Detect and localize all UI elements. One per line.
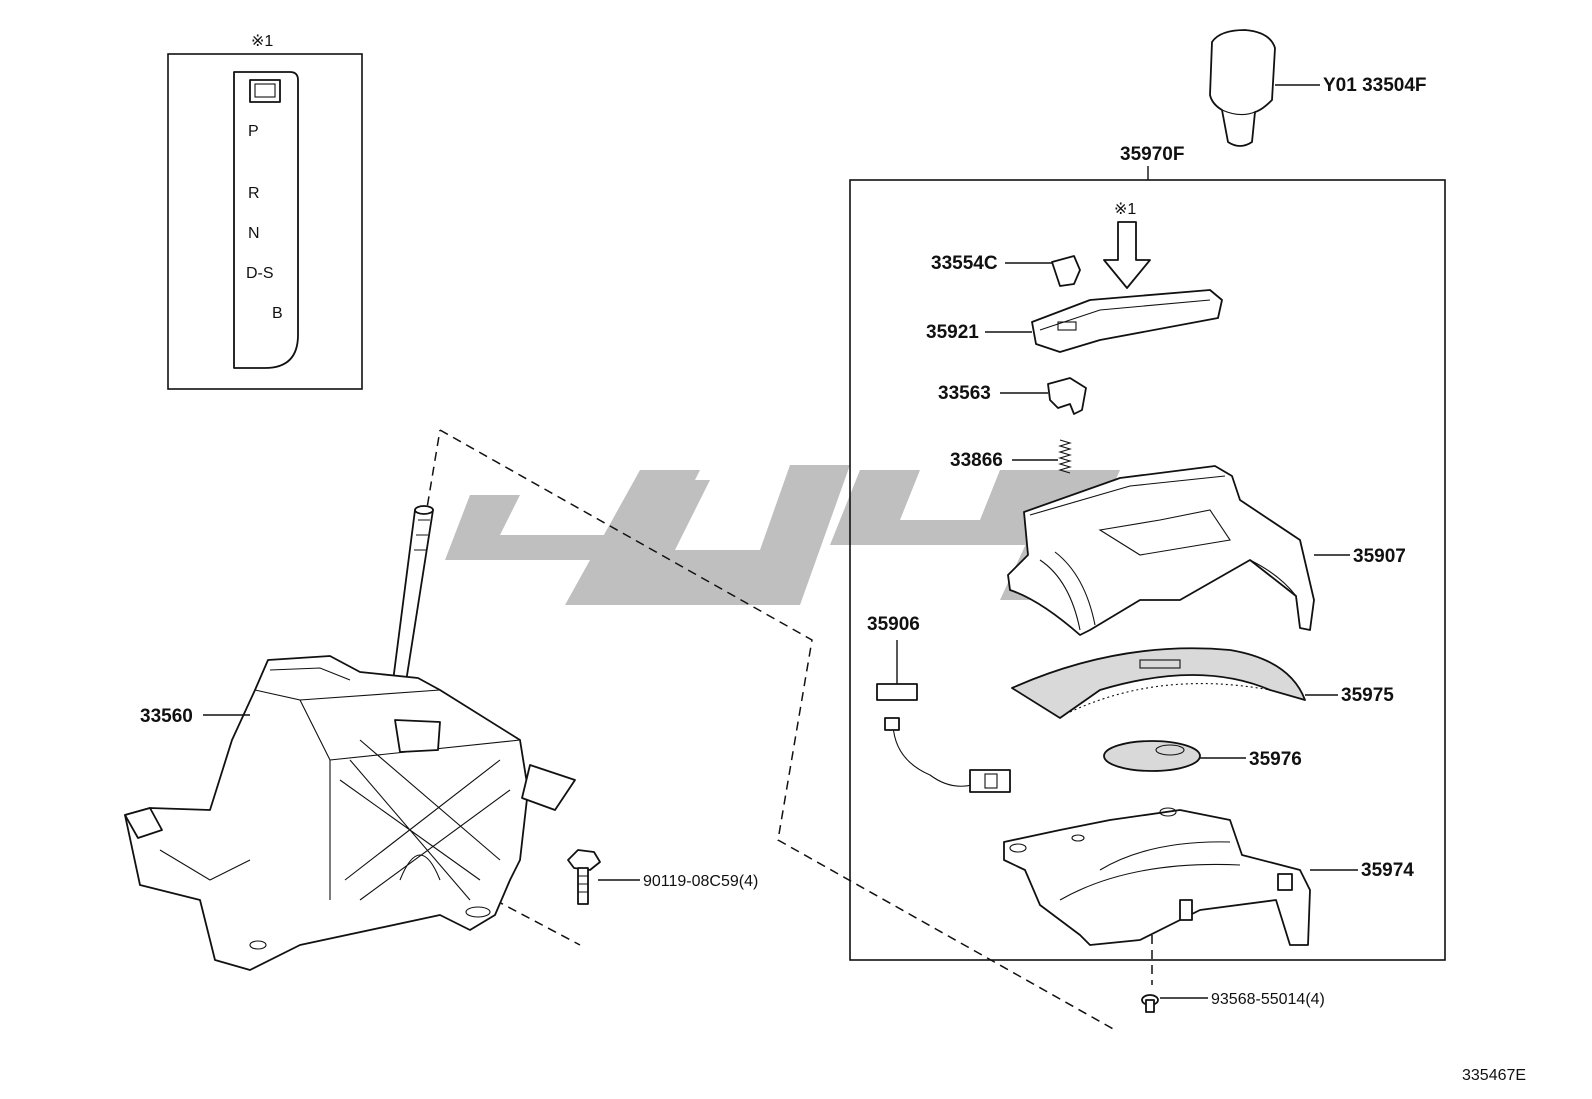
- assembly-frame: [849, 179, 1446, 961]
- label-screw-bottom: 93568-55014(4): [1211, 991, 1325, 1008]
- label-33554c: 33554C: [931, 253, 998, 274]
- spring-icon: [1058, 439, 1072, 474]
- label-35906: 35906: [867, 614, 920, 635]
- label-33866: 33866: [950, 450, 1003, 471]
- arrow-icon: [1103, 221, 1151, 289]
- label-assembly: 35970F: [1120, 144, 1184, 165]
- label-bolt-left: 90119-08C59(4): [643, 873, 758, 890]
- label-35975: 35975: [1341, 685, 1394, 706]
- gear-ds: D-S: [246, 265, 274, 282]
- gear-indicator-inset: ※1 P R N D-S B: [167, 33, 363, 390]
- gear-r: R: [248, 185, 260, 202]
- label-33563: 33563: [938, 383, 991, 404]
- label-knob: Y01 33504F: [1323, 75, 1427, 96]
- label-33560: 33560: [140, 706, 193, 727]
- label-35976: 35976: [1249, 749, 1302, 770]
- gear-p: P: [248, 123, 259, 140]
- label-35974: 35974: [1361, 860, 1414, 881]
- shift-knob: Y01 33504F: [1209, 29, 1427, 147]
- inset-frame: [167, 53, 363, 390]
- gear-n: N: [248, 225, 260, 242]
- dashed-guides: [424, 429, 1116, 1031]
- shift-lever-base-33560: 33560: [124, 505, 576, 971]
- gear-b: B: [272, 305, 283, 322]
- indicator-plate: [233, 71, 299, 369]
- bolt-left: 90119-08C59(4): [567, 849, 758, 905]
- inset-ref-label: ※1: [251, 33, 273, 50]
- screw-bottom: 93568-55014(4): [1141, 935, 1325, 1013]
- label-35907: 35907: [1353, 546, 1406, 567]
- assembly-35970f: 35970F ※1 33554C 35921 33563 33866 35907: [849, 144, 1446, 961]
- diagram-id: 335467E: [1462, 1067, 1526, 1084]
- label-35921: 35921: [926, 322, 979, 343]
- label-ref-inner: ※1: [1114, 201, 1136, 218]
